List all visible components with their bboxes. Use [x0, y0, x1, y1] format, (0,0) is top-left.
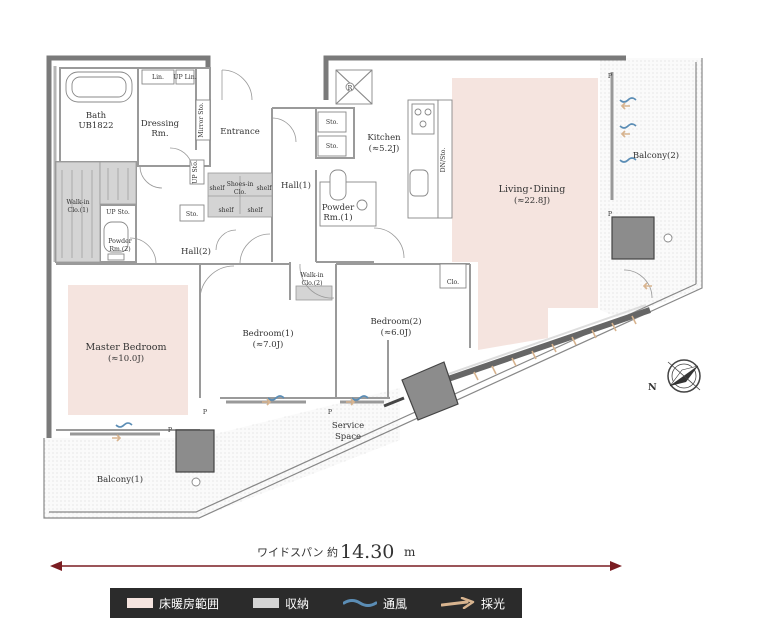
storage-hatch [61, 168, 272, 258]
label-bedroom1: Bedroom(1) [242, 328, 293, 339]
legend-floor-heating: 床暖房範囲 [126, 595, 219, 612]
label-walkin2-clo: Clo.(2) [301, 280, 322, 287]
dimension-unit: m [404, 545, 416, 559]
floor-heating-living [452, 78, 598, 350]
shaft-balcony [175, 429, 215, 473]
label-dn-sto: DN/Sto. [440, 148, 447, 173]
label-dressing-rm: Rm. [151, 129, 168, 139]
label-service: Service [332, 421, 364, 431]
legend-daylight: 採光 [440, 595, 505, 612]
legend-storage-label: 収納 [284, 596, 309, 611]
legend: 床暖房範囲 収納 通風 採光 [110, 588, 522, 618]
balcony-1-floor-b [199, 388, 400, 518]
daylight-markers [112, 102, 652, 442]
label-hall1: Hall(1) [281, 180, 311, 191]
label-living-size: (≈22.8J) [514, 195, 550, 206]
label-p-1: P [608, 73, 612, 80]
storage-swatch [252, 598, 279, 608]
label-bedroom2: Bedroom(2) [370, 316, 421, 327]
label-mirror-sto: Mirror Sto. [198, 102, 205, 137]
legend-daylight-label: 採光 [480, 596, 505, 611]
label-shelf-4: shelf [247, 207, 263, 214]
label-living: Living･Dining [499, 184, 566, 195]
label-sto-2: Sto. [326, 143, 338, 150]
label-lin: Lin. [152, 74, 164, 81]
dimension-value: 14.30 [340, 541, 394, 563]
label-dressing: Dressing [141, 119, 180, 129]
exterior-wall-north-east [323, 55, 626, 100]
label-r-mark: R [348, 85, 353, 92]
label-p-5: P [328, 409, 332, 416]
legend-floor-heating-label: 床暖房範囲 [158, 596, 219, 611]
label-up-sto-entrance: UP Sto. [192, 160, 199, 184]
label-powder2: Powder [108, 238, 132, 245]
label-service-space: Space [335, 432, 361, 442]
label-up-sto-walkin: UP Sto. [106, 209, 130, 216]
ventilation-markers [115, 97, 637, 428]
doors [129, 69, 653, 301]
balcony-outline-south [43, 58, 703, 519]
label-shelf-2: shelf [256, 185, 272, 192]
dimension-line [50, 538, 622, 571]
ventilation-wave-icon [342, 599, 377, 607]
balcony-1-floor [44, 438, 199, 518]
compass-north-label: N [648, 382, 657, 393]
compass-icon [667, 359, 701, 393]
label-kitchen-size: (≈5.2J) [369, 143, 400, 154]
label-sto-1: Sto. [326, 119, 338, 126]
dimension-prefix: ワイドスパン 約 [257, 545, 338, 559]
legend-storage: 収納 [252, 595, 309, 612]
label-master: Master Bedroom [86, 342, 167, 353]
room-labels: Bath UB1822 Lin. UP Lin. Dressing Rm. Mi… [66, 73, 679, 485]
label-powder2-rm: Rm.(2) [109, 246, 130, 253]
floor-heating-swatch [126, 598, 153, 608]
legend-ventilation-label: 通風 [382, 596, 407, 611]
shaft-diagonal [401, 361, 459, 421]
balcony-outline-inner [49, 283, 697, 513]
label-walkin2: Walk-in [300, 272, 323, 279]
label-p-3: P [203, 409, 207, 416]
label-powder1-rm: Rm.(1) [323, 212, 352, 223]
legend-ventilation: 通風 [342, 595, 407, 612]
exterior-wall-diagonal-light [413, 304, 647, 387]
fixtures [65, 69, 673, 487]
label-bath-size: UB1822 [78, 121, 113, 131]
label-hall2: Hall(2) [181, 246, 211, 257]
label-walkin1: Walk-in [66, 199, 89, 206]
label-shoes-clo: Clo. [234, 189, 246, 196]
label-balcony1: Balcony(1) [97, 474, 143, 485]
label-powder1: Powder [322, 203, 355, 213]
label-bedroom1-size: (≈7.0J) [253, 339, 284, 350]
label-bath: Bath [86, 111, 107, 121]
balcony-2-floor [600, 58, 702, 318]
label-p-4: P [168, 427, 172, 434]
shaft-diagonal-wall [383, 396, 405, 408]
label-walkin1-clo: Clo.(1) [67, 207, 88, 214]
label-kitchen: Kitchen [367, 133, 401, 143]
label-master-size: (≈10.0J) [108, 353, 144, 364]
label-shelf-1: shelf [209, 185, 225, 192]
exterior-wall-west [46, 55, 211, 438]
label-sto-hall2: Sto. [186, 211, 198, 218]
label-balcony2: Balcony(2) [633, 150, 679, 161]
label-shoes: Shoes-in [227, 181, 254, 188]
shaft-east [611, 216, 655, 260]
floor-heating-master [68, 285, 188, 415]
label-entrance: Entrance [220, 127, 260, 137]
label-shelf-3: shelf [218, 207, 234, 214]
label-clo: Clo. [447, 279, 459, 286]
daylight-arrow-icon [440, 597, 475, 609]
label-p-2: P [608, 211, 612, 218]
label-up-lin: UP Lin. [173, 74, 196, 81]
label-bedroom2-size: (≈6.0J) [381, 327, 412, 338]
